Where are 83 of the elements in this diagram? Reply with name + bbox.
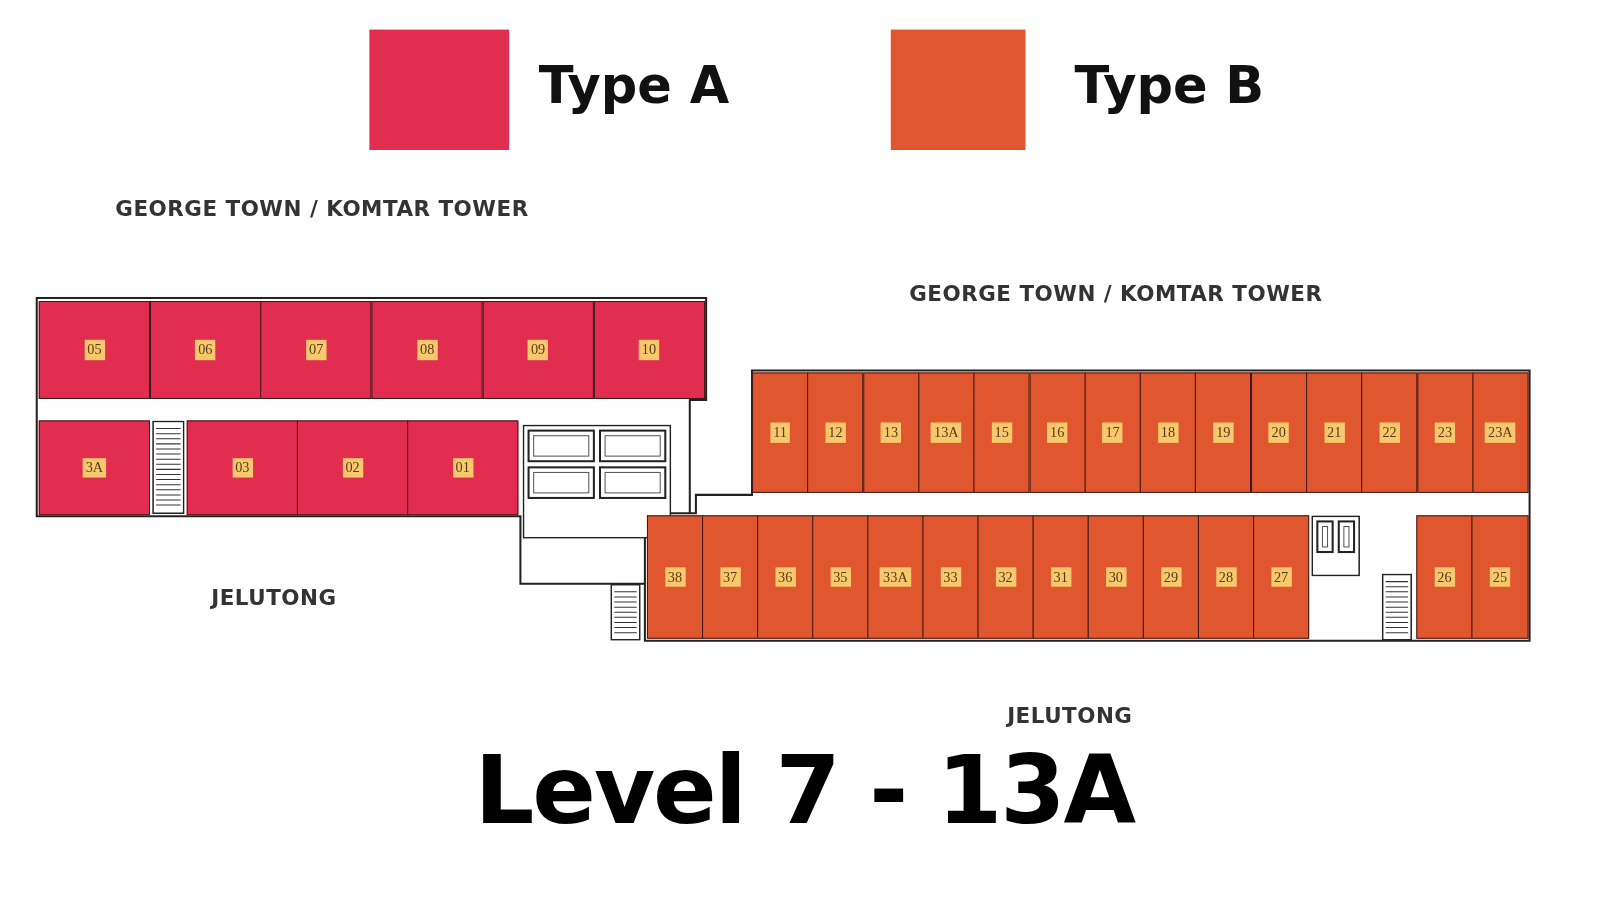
direction-label: GEORGE TOWN / KOMTAR TOWER (909, 281, 1323, 307)
legend-label: Type B (1074, 56, 1265, 116)
apartment-unit (1471, 515, 1529, 639)
unit-number: 02 (342, 457, 363, 478)
apartment-unit (867, 515, 924, 639)
unit-number: 35 (830, 567, 851, 587)
unit-number: 01 (452, 457, 473, 478)
apartment-unit (812, 515, 869, 639)
unit-number: 18 (1157, 422, 1179, 443)
apartment-unit (807, 372, 864, 493)
direction-label: JELUTONG (1007, 704, 1133, 729)
apartment-unit (1250, 372, 1307, 493)
apartment-unit (260, 301, 372, 399)
unit-number: 28 (1215, 567, 1237, 587)
apartment-unit (1416, 372, 1474, 493)
unit-number: 29 (1160, 567, 1182, 587)
apartment-unit (752, 372, 809, 493)
apartment-unit (149, 301, 261, 399)
apartment-unit (1087, 515, 1144, 639)
apartment-unit (1029, 372, 1086, 493)
unit-number: 23 (1434, 422, 1456, 443)
unit-number: 38 (664, 567, 686, 587)
apartment-unit (977, 515, 1034, 639)
unit-number: 37 (719, 567, 741, 587)
unit-number: 12 (825, 422, 846, 443)
apartment-unit (922, 515, 979, 639)
apartment-unit (1197, 515, 1255, 639)
apartment-unit (482, 301, 594, 399)
unit-number: 31 (1050, 567, 1071, 587)
apartment-unit (593, 301, 705, 399)
unit-number: 05 (84, 340, 105, 360)
direction-label: GEORGE TOWN / KOMTAR TOWER (115, 196, 529, 222)
unit-number: 16 (1046, 422, 1068, 443)
apartment-unit (1084, 372, 1141, 493)
floor-title: Level 7 - 13A (474, 736, 1135, 846)
legend-label: Type A (538, 56, 730, 116)
apartment-unit (1361, 372, 1418, 493)
unit-number: 23A (1485, 422, 1516, 443)
unit-number: 06 (195, 340, 216, 360)
apartment-unit (646, 515, 704, 639)
apartment-unit (38, 420, 150, 516)
unit-number: 15 (991, 422, 1012, 443)
unit-number: 36 (775, 567, 796, 587)
unit-number: 3A (82, 457, 107, 478)
unit-number: 33 (940, 567, 961, 587)
apartment-unit (1472, 372, 1529, 493)
apartment-unit (296, 420, 409, 516)
apartment-unit (918, 372, 975, 493)
apartment-unit (1306, 372, 1363, 493)
apartment-unit (186, 420, 298, 516)
unit-number: 11 (770, 422, 791, 443)
apartment-unit (757, 515, 814, 639)
unit-number: 03 (232, 457, 253, 478)
unit-number: 25 (1489, 567, 1511, 587)
unit-number: 26 (1434, 567, 1455, 587)
unit-number: 30 (1105, 567, 1126, 587)
unit-number: 13 (880, 422, 902, 443)
apartment-unit (862, 372, 919, 493)
apartment-unit (1139, 372, 1196, 493)
apartment-unit (1142, 515, 1199, 639)
unit-number: 20 (1268, 422, 1289, 443)
unit-number: 07 (306, 340, 327, 360)
apartment-unit (1195, 372, 1252, 493)
unit-number: 22 (1379, 422, 1400, 443)
apartment-unit (973, 372, 1030, 493)
unit-number: 10 (638, 340, 660, 360)
apartment-unit (38, 301, 150, 399)
unit-number: 32 (995, 567, 1016, 587)
apartment-unit (702, 515, 759, 639)
unit-number: 33A (880, 567, 911, 587)
apartment-unit (1032, 515, 1089, 639)
unit-number: 17 (1102, 422, 1123, 443)
apartment-unit (407, 420, 519, 516)
direction-label: JELUTONG (211, 585, 337, 611)
unit-number: 09 (527, 340, 549, 360)
apartment-unit (1253, 515, 1310, 639)
unit-number: 08 (416, 340, 438, 360)
apartment-unit (371, 301, 483, 399)
unit-number: 19 (1213, 422, 1234, 443)
apartment-unit (1416, 515, 1473, 639)
unit-number: 27 (1270, 567, 1292, 587)
unit-number: 13A (930, 422, 962, 443)
unit-number: 21 (1323, 422, 1345, 443)
